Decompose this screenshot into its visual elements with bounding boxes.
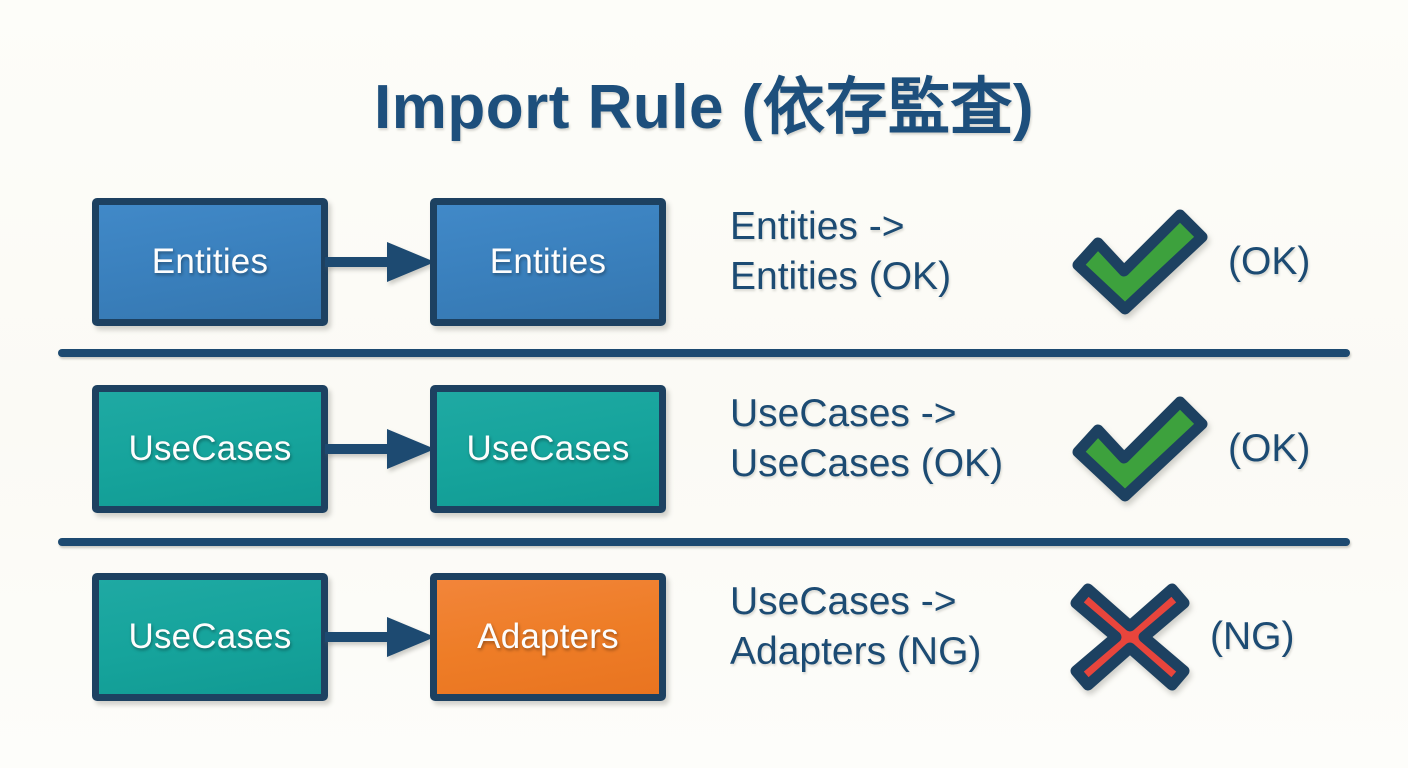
rule-row: UseCases Adapters UseCases -> Adapters (… bbox=[0, 563, 1408, 713]
rule-description: UseCases -> UseCases (OK) bbox=[730, 392, 1004, 485]
row-divider bbox=[58, 349, 1350, 357]
page-title: Import Rule (依存監査) bbox=[374, 73, 1034, 142]
source-box: Entities bbox=[92, 198, 328, 326]
verdict-group: (OK) bbox=[1068, 198, 1358, 326]
source-box-label: UseCases bbox=[128, 617, 292, 656]
verdict-group: (NG) bbox=[1068, 573, 1358, 701]
target-box: Entities bbox=[430, 198, 666, 326]
cross-icon bbox=[1070, 583, 1190, 691]
source-box: UseCases bbox=[92, 385, 328, 513]
rule-description: Entities -> Entities (OK) bbox=[730, 205, 952, 298]
row-divider bbox=[58, 538, 1350, 546]
rule-description: UseCases -> Adapters (NG) bbox=[730, 580, 982, 673]
check-icon bbox=[1072, 396, 1208, 502]
rule-row: UseCases UseCases UseCases -> UseCases (… bbox=[0, 375, 1408, 525]
verdict-label: (NG) bbox=[1210, 615, 1295, 658]
verdict-label: (OK) bbox=[1228, 240, 1311, 283]
target-box: UseCases bbox=[430, 385, 666, 513]
target-box: Adapters bbox=[430, 573, 666, 701]
verdict-label: (OK) bbox=[1228, 427, 1311, 470]
source-box: UseCases bbox=[92, 573, 328, 701]
source-box-label: UseCases bbox=[128, 429, 292, 468]
target-box-label: Entities bbox=[489, 242, 607, 281]
target-box-label: UseCases bbox=[466, 429, 630, 468]
rule-row: Entities Entities Entities -> Entities (… bbox=[0, 188, 1408, 338]
arrow-right-icon bbox=[325, 429, 435, 469]
arrow-right-icon bbox=[325, 617, 435, 657]
target-box-label: Adapters bbox=[477, 617, 619, 656]
check-icon bbox=[1072, 209, 1208, 315]
arrow-right-icon bbox=[325, 242, 435, 282]
source-box-label: Entities bbox=[151, 242, 269, 281]
verdict-group: (OK) bbox=[1068, 385, 1358, 513]
